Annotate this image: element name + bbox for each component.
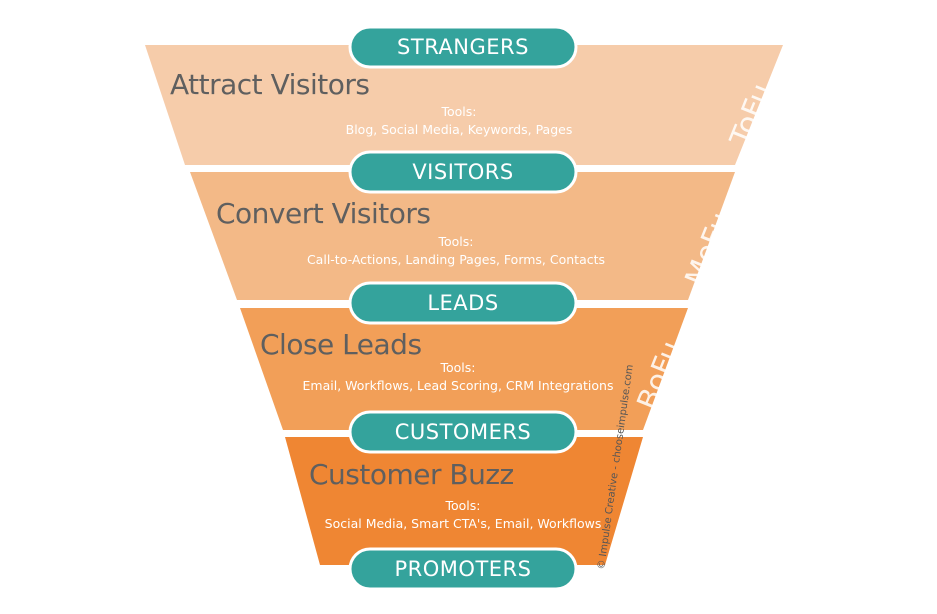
stage-pill-leads[interactable]: LEADS [348,281,578,325]
funnel-tier-convert-shape [190,172,735,300]
funnel-tier-close: Close Leads Tools: Email, Workflows, Lea… [240,308,688,430]
tools-label-attract: Tools: [440,104,476,119]
funnel-tier-close-shape [240,308,688,430]
stage-pill-customers[interactable]: CUSTOMERS [348,410,578,454]
tier-title-convert-visitors: Convert Visitors [216,197,431,230]
funnel-tier-attract-shape [145,45,783,165]
stage-pill-visitors-shape [348,150,578,194]
tools-label-close: Tools: [439,360,475,375]
tools-list-buzz: Social Media, Smart CTA's, Email, Workfl… [325,516,602,531]
funnel-tier-attract: Attract Visitors Tools: Blog, Social Med… [145,45,783,165]
tier-title-close-leads: Close Leads [260,328,422,361]
stage-pill-promoters-shape [348,547,578,591]
stage-pill-customers-shape [348,410,578,454]
tools-label-buzz: Tools: [444,498,480,513]
funnel-tier-buzz: Customer Buzz Tools: Social Media, Smart… [285,437,643,565]
tools-list-close: Email, Workflows, Lead Scoring, CRM Inte… [303,378,614,393]
stage-label-leads: LEADS [427,291,498,315]
stage-pill-visitors[interactable]: VISITORS [348,150,578,194]
tools-list-attract: Blog, Social Media, Keywords, Pages [346,122,573,137]
stage-pill-leads-shape [348,281,578,325]
tier-title-attract-visitors: Attract Visitors [170,68,369,101]
stage-pill-strangers-shape [348,25,578,69]
stage-pill-strangers[interactable]: STRANGERS [348,25,578,69]
stage-label-promoters: PROMOTERS [395,557,532,581]
stage-label-strangers: STRANGERS [397,35,529,59]
stage-pill-promoters[interactable]: PROMOTERS [348,547,578,591]
tools-label-convert: Tools: [437,234,473,249]
stage-label-customers: CUSTOMERS [395,420,532,444]
tier-title-customer-buzz: Customer Buzz [309,458,514,491]
funnel-tier-buzz-shape [285,437,643,565]
stage-label-visitors: VISITORS [412,160,513,184]
tools-list-convert: Call-to-Actions, Landing Pages, Forms, C… [307,252,605,267]
